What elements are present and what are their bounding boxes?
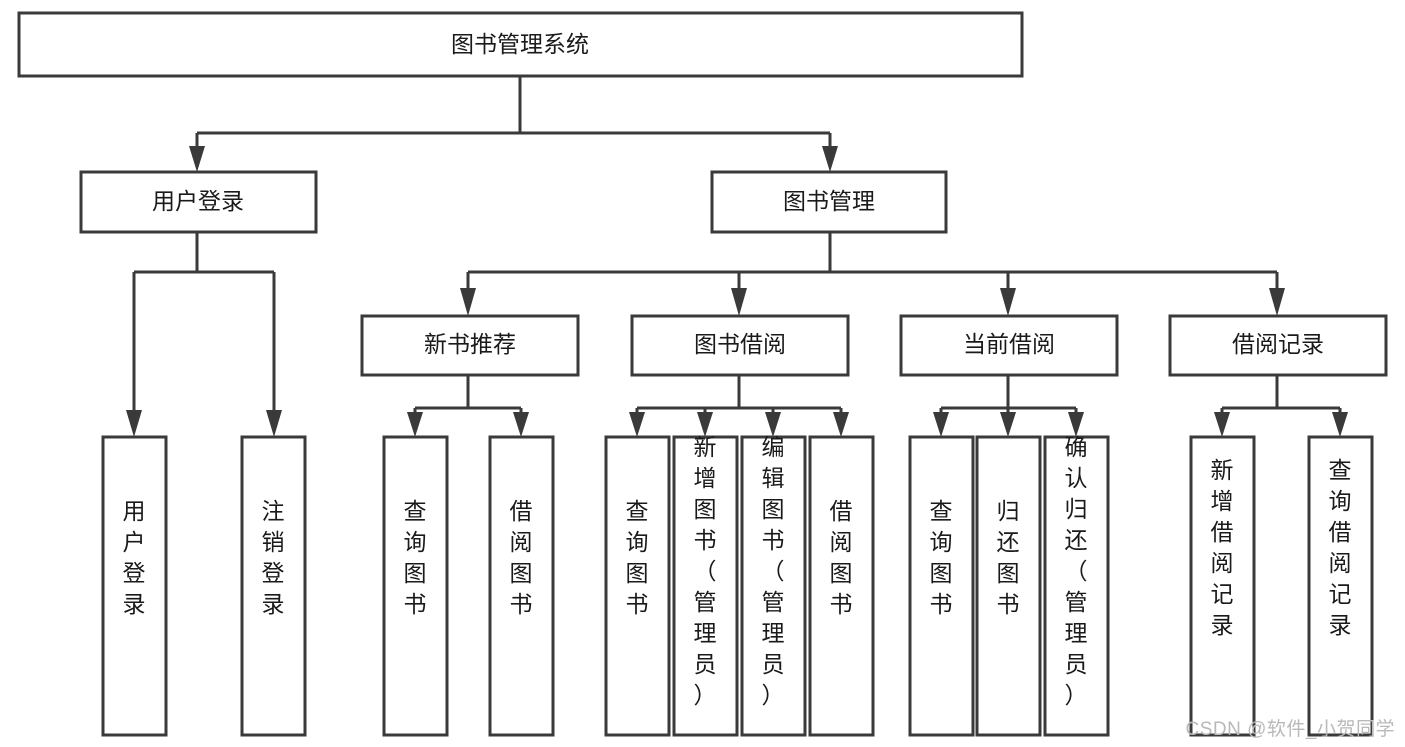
node-user-login-label: 用户登录: [152, 188, 244, 214]
node-borrow-record-label: 借阅记录: [1232, 331, 1324, 357]
leaf-borrow-book-1[interactable]: 借阅图书: [488, 435, 555, 737]
node-book-management-box[interactable]: [710, 170, 948, 234]
leaf-borrow-book-2-label: 借阅图书: [830, 498, 853, 617]
leaf-confirm-return-label: 确认归还（管理员）: [1065, 434, 1088, 708]
leaf-user-logout-label: 注销登录: [262, 498, 285, 617]
arrow-head-borrow-book-2: [833, 412, 849, 437]
leaf-query-book-3[interactable]: 查询图书: [908, 435, 975, 737]
node-user-login[interactable]: 用户登录: [79, 170, 318, 234]
leaf-add-book-box[interactable]: [672, 435, 739, 737]
node-new-book-recommend-label: 新书推荐: [424, 331, 516, 357]
leaf-edit-book[interactable]: 编辑图书（管理员）: [740, 434, 807, 737]
leaf-return-book-label: 归还图书: [997, 498, 1020, 617]
arrow-head-edit-book: [765, 412, 781, 437]
node-root-box[interactable]: [17, 11, 1024, 78]
node-root-label: 图书管理系统: [451, 31, 589, 57]
arrow-head-query-book-2: [629, 412, 645, 437]
leaf-return-book[interactable]: 归还图书: [975, 435, 1042, 737]
arrow-head-user-login: [189, 146, 205, 172]
leaf-query-book-2[interactable]: 查询图书: [604, 435, 671, 737]
node-book-management[interactable]: 图书管理: [710, 170, 948, 234]
leaf-query-book-3-box[interactable]: [908, 435, 975, 737]
node-current-borrow-label: 当前借阅: [963, 331, 1055, 357]
leaf-query-book-2-box[interactable]: [604, 435, 671, 737]
node-book-borrow-box[interactable]: [630, 314, 850, 377]
leaf-confirm-return[interactable]: 确认归还（管理员）: [1043, 434, 1110, 737]
leaf-query-book-2-label: 查询图书: [626, 498, 649, 617]
arrow-head-leaf-user-login: [126, 410, 142, 437]
arrow-head-add-record: [1214, 412, 1230, 437]
leaf-borrow-book-1-box[interactable]: [488, 435, 555, 737]
leaf-user-login-box[interactable]: [101, 435, 168, 737]
connector-layer: [126, 76, 1348, 437]
node-borrow-record[interactable]: 借阅记录: [1168, 314, 1388, 377]
arrow-head-query-book-3: [933, 412, 949, 437]
leaf-borrow-book-1-label: 借阅图书: [510, 498, 533, 617]
leaf-user-login[interactable]: 用户登录: [101, 435, 168, 737]
leaf-add-record-label: 新增借阅记录: [1211, 457, 1234, 638]
leaf-borrow-book-2-box[interactable]: [808, 435, 875, 737]
arrow-head-query-record: [1332, 412, 1348, 437]
arrow-head-book-management: [822, 146, 838, 172]
leaf-query-record-label: 查询借阅记录: [1329, 457, 1352, 638]
node-book-borrow[interactable]: 图书借阅: [630, 314, 850, 377]
leaf-add-record-box[interactable]: [1189, 435, 1256, 737]
node-new-book-recommend-box[interactable]: [360, 314, 580, 377]
leaf-query-book-1-label: 查询图书: [404, 498, 427, 617]
leaf-add-book-label: 新增图书（管理员）: [694, 434, 717, 708]
node-current-borrow-box[interactable]: [899, 314, 1119, 377]
leaf-return-book-box[interactable]: [975, 435, 1042, 737]
arrow-head-leaf-user-logout: [266, 410, 282, 437]
node-root[interactable]: 图书管理系统: [17, 11, 1024, 78]
arrow-head-query-book-1: [407, 412, 423, 437]
leaf-user-logout-box[interactable]: [240, 435, 307, 737]
leaf-query-book-1[interactable]: 查询图书: [382, 435, 449, 737]
leaf-edit-book-box[interactable]: [740, 435, 807, 737]
arrow-head-add-book: [697, 412, 713, 437]
leaf-edit-book-label: 编辑图书（管理员）: [762, 434, 785, 708]
arrow-head-current-borrow: [1000, 288, 1016, 316]
leaf-user-logout[interactable]: 注销登录: [240, 435, 307, 737]
leaf-add-book[interactable]: 新增图书（管理员）: [672, 434, 739, 737]
node-book-management-label: 图书管理: [783, 188, 875, 214]
arrow-head-return-book: [1000, 412, 1016, 437]
arrow-head-borrow-record: [1269, 288, 1285, 316]
leaf-user-login-label: 用户登录: [123, 498, 146, 617]
node-user-login-box[interactable]: [79, 170, 318, 234]
leaf-query-record[interactable]: 查询借阅记录: [1307, 435, 1374, 737]
leaf-borrow-book-2[interactable]: 借阅图书: [808, 435, 875, 737]
arrow-head-book-borrow: [731, 288, 747, 316]
leaf-query-record-box[interactable]: [1307, 435, 1374, 737]
leaf-query-book-3-label: 查询图书: [930, 498, 953, 617]
node-borrow-record-box[interactable]: [1168, 314, 1388, 377]
node-book-borrow-label: 图书借阅: [694, 331, 786, 357]
arrow-head-confirm-return: [1068, 412, 1084, 437]
arrow-head-new-book-recommend: [460, 288, 476, 316]
leaf-confirm-return-box[interactable]: [1043, 435, 1110, 737]
leaf-query-book-1-box[interactable]: [382, 435, 449, 737]
leaf-add-record[interactable]: 新增借阅记录: [1189, 435, 1256, 737]
node-new-book-recommend[interactable]: 新书推荐: [360, 314, 580, 377]
node-current-borrow[interactable]: 当前借阅: [899, 314, 1119, 377]
arrow-head-borrow-book-1: [513, 412, 529, 437]
